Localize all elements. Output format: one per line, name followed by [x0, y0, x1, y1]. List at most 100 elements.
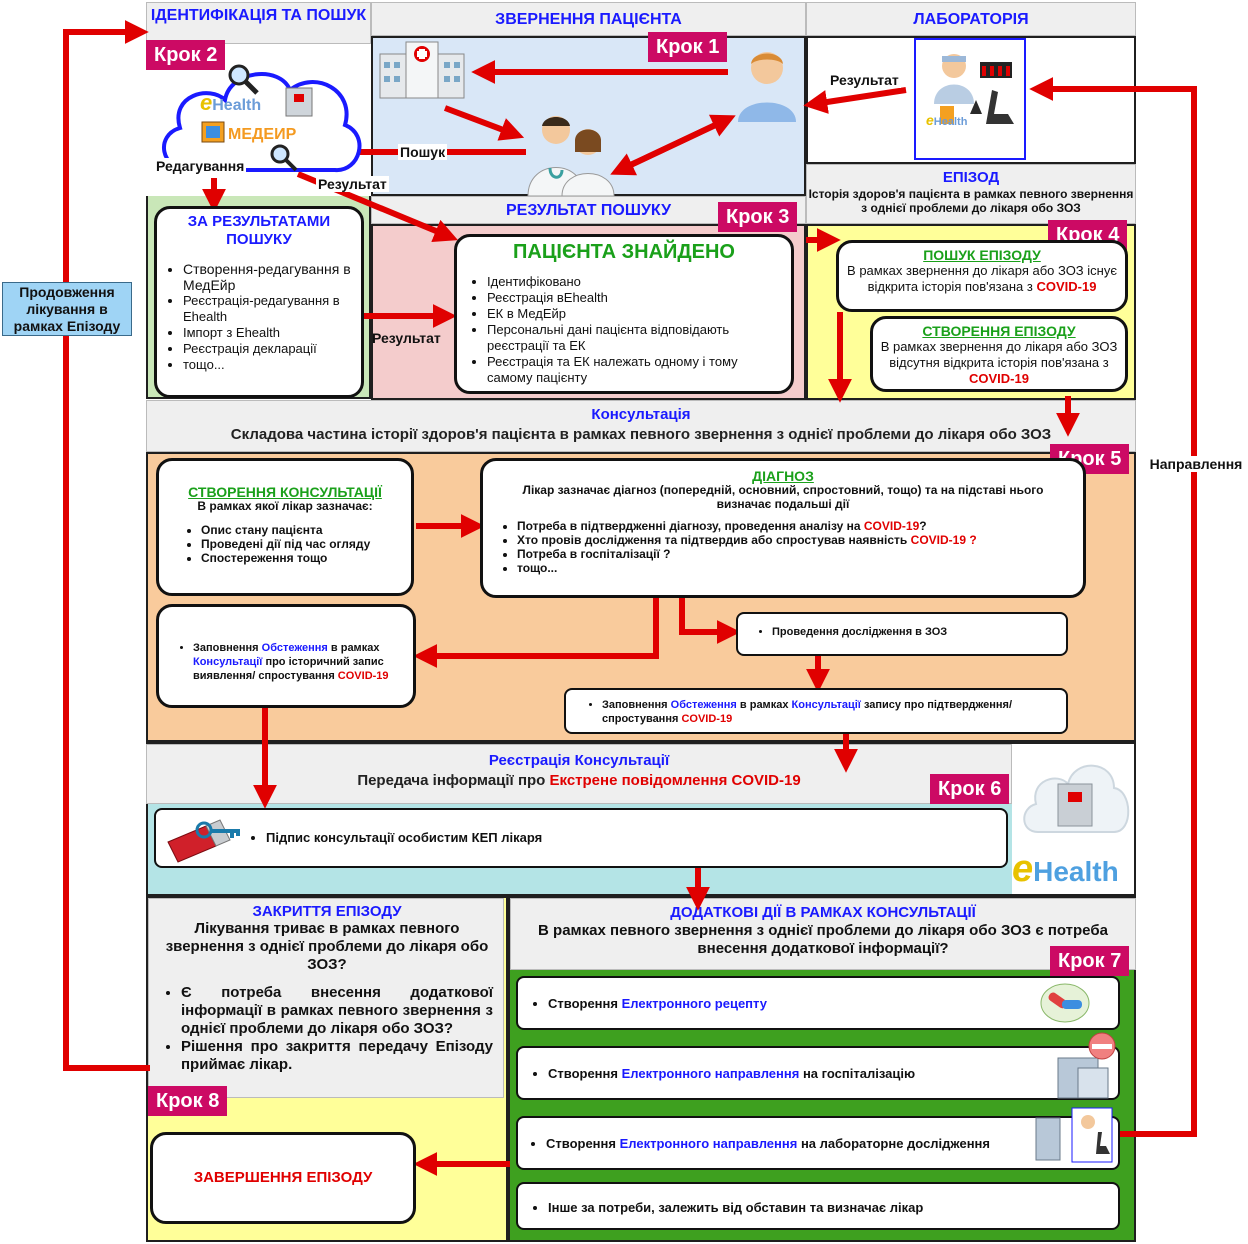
- lab-ehealth-logo: eHealth: [926, 112, 968, 128]
- other-list: Інше за потреби, залежить від обставин т…: [532, 1200, 1118, 1215]
- research-item: Проведення дослідження в ЗОЗ: [772, 626, 1058, 638]
- lab-referral-lab: на лабораторне дослідження: [800, 1136, 990, 1151]
- obs-right-c: в рамках: [739, 699, 789, 711]
- episode-title: ЕПІЗОД: [942, 169, 1000, 186]
- observation-left-box: Заповнення Обстеження в рамках Консульта…: [156, 604, 416, 708]
- request-header: ЗВЕРНЕННЯ ПАЦІЄНТА: [371, 2, 806, 36]
- patient-found-title: ПАЦІЄНТА ЗНАЙДЕНО: [513, 241, 735, 263]
- diagnosis-list: Потреба в підтвердженні діагнозу, провед…: [495, 519, 1071, 575]
- lab-title: ЛАБОРАТОРІЯ: [913, 11, 1029, 28]
- patient-found-item: Реєстрація та ЕК належать одному і тому …: [487, 354, 781, 386]
- step-badge-7: Крок 7: [1050, 946, 1130, 976]
- lab-ehealth-text: Health: [933, 116, 968, 128]
- search-results-item: Імпорт з Ehealth: [183, 325, 355, 341]
- arrow-continue-loop: [63, 20, 150, 1071]
- diagnosis-item: Хто провів дослідження та підтвердив або…: [517, 533, 1071, 547]
- diagnosis-item-1: Потреба в підтвердженні діагнозу, провед…: [517, 519, 861, 533]
- doctors-icon: [527, 116, 615, 196]
- sign-list: Підпис консультації особистим КЕП лікаря: [250, 830, 1006, 845]
- diagnosis-item: тощо...: [517, 561, 1071, 575]
- episode-search-text: В рамках звернення до лікаря або ЗОЗ існ…: [847, 263, 1117, 294]
- registration-title: Реєстрація Консультації: [488, 752, 670, 769]
- episode-subtitle: Історія здоров'я пацієнта в рамках певно…: [808, 187, 1134, 215]
- diagnosis-text: Лікар зазначає діагноз (попередній, осно…: [522, 483, 1044, 511]
- closing-list: Є потреба внесення додаткової інформації…: [161, 984, 493, 1074]
- episode-create-text: В рамках звернення до лікаря або ЗОЗ від…: [880, 339, 1118, 370]
- arrow-diagnosis-obs-left: [413, 598, 659, 668]
- obs-left-c: в рамках: [330, 642, 380, 654]
- cloud-result-label: Результат: [316, 176, 389, 192]
- diagnosis-item: Потреба в госпіталізації ?: [517, 547, 1071, 561]
- additional-subtitle: В рамках певного звернення з однієї проб…: [538, 922, 1108, 957]
- step-badge-2: Крок 2: [146, 40, 226, 70]
- server-icon: [285, 87, 313, 117]
- obs-right-b: Обстеження: [670, 699, 737, 711]
- search-results-list: Створення-редагування в МедЕйр Реєстраці…: [163, 261, 355, 373]
- request-title: ЗВЕРНЕННЯ ПАЦІЄНТА: [495, 11, 682, 28]
- closing-title: ЗАКРИТТЯ ЕПІЗОДУ: [252, 903, 402, 920]
- recipe-box: Створення Електронного рецепту: [516, 976, 1120, 1030]
- other-box: Інше за потреби, залежить від обставин т…: [516, 1182, 1120, 1230]
- search-results-title: ЗА РЕЗУЛЬТАТАМИ ПОШУКУ: [187, 213, 331, 248]
- lab-referral-create: Створення: [546, 1136, 616, 1151]
- consultation-title: Консультація: [591, 406, 691, 423]
- patient-found-box: ПАЦІЄНТА ЗНАЙДЕНО Ідентифіковано Реєстра…: [454, 234, 794, 394]
- lab-referral-box: Створення Електронного направлення на ла…: [516, 1116, 1120, 1170]
- episode-create-box: СТВОРЕННЯ ЕПІЗОДУ В рамках звернення до …: [870, 316, 1128, 392]
- observation-right-item: Заповнення Обстеження в рамках Консульта…: [602, 698, 1058, 726]
- search-results-item: Реєстрація-редагування в Ehealth: [183, 293, 355, 325]
- patient-found-item: Реєстрація вEhealth: [487, 290, 781, 306]
- ehealth-logo-text: Health: [212, 97, 262, 114]
- continue-treatment-label: Продовження лікування в рамках Епізоду: [2, 282, 132, 336]
- arrow-referral-loop: [1029, 77, 1197, 1137]
- medeir-book-icon: [201, 121, 225, 143]
- patient-found-item: ЕК в МедЕйр: [487, 306, 781, 322]
- observation-left-list: Заповнення Обстеження в рамках Консульта…: [167, 641, 405, 683]
- pills-icon: [1040, 983, 1090, 1023]
- closing-header: ЗАКРИТТЯ ЕПІЗОДУ Лікування триває в рамк…: [148, 898, 504, 1098]
- arrow-patient-doctors: [610, 117, 728, 176]
- episode-create-title: СТВОРЕННЯ ЕПІЗОДУ: [922, 323, 1076, 339]
- edit-label: Редагування: [154, 158, 247, 174]
- ehealth-cloud-icon: [1023, 764, 1130, 833]
- magnifier-icon: [228, 64, 259, 95]
- obs-right-e: запису про підтвердження/ спростування: [602, 699, 1012, 725]
- obs-right-d: Консультації: [791, 699, 861, 711]
- consultation-subtitle: Складова частина історії здоров'я пацієн…: [230, 426, 1052, 443]
- recipe-create: Створення: [548, 996, 618, 1011]
- obs-right-covid: COVID-19: [681, 713, 733, 725]
- episode-search-title: ПОШУК ЕПІЗОДУ: [923, 247, 1041, 263]
- registration-header: Реєстрація Консультації Передача інформа…: [146, 744, 1012, 804]
- arrow-lab-result: [803, 87, 907, 114]
- medeir-logo: МЕДЕИР: [228, 126, 297, 143]
- lab-icon-frame: [914, 38, 1026, 160]
- usb-key-icon: [167, 819, 240, 863]
- identification-header: ІДЕНТИФІКАЦІЯ ТА ПОШУК: [146, 2, 371, 44]
- step-badge-8: Крок 8: [148, 1086, 228, 1116]
- consultation-create-list: Опис стану пацієнта Проведені дії під ча…: [167, 523, 403, 565]
- search-results-item: Створення-редагування в МедЕйр: [183, 261, 355, 293]
- recipe-list: Створення Електронного рецепту: [532, 996, 1118, 1011]
- lab-header: ЛАБОРАТОРІЯ: [806, 2, 1136, 36]
- observation-left-item: Заповнення Обстеження в рамках Консульта…: [193, 641, 405, 683]
- closing-text: Лікування триває в рамках певного зверне…: [165, 920, 489, 973]
- diagnosis-item-1-q: ?: [919, 519, 927, 533]
- hospital-referral-name: Електронного направлення: [621, 1066, 800, 1081]
- diagnosis-item-2-q: ?: [969, 533, 977, 547]
- finish-episode-text: ЗАВЕРШЕННЯ ЕПІЗОДУ: [193, 1169, 373, 1186]
- lab-result-label: Результат: [828, 72, 901, 88]
- obs-left-covid: COVID-19: [337, 670, 389, 682]
- additional-title: ДОДАТКОВІ ДІЇ В РАМКАХ КОНСУЛЬТАЦІЇ: [670, 904, 976, 921]
- consultation-create-box: СТВОРЕННЯ КОНСУЛЬТАЦІЇ В рамках якої лік…: [156, 458, 414, 596]
- searchbox-result-label: Результат: [372, 330, 441, 346]
- referral-label: Направлення: [1144, 456, 1248, 472]
- hospital-referral-hosp: на госпіталізацію: [802, 1066, 916, 1081]
- closing-item: Є потреба внесення додаткової інформації…: [181, 984, 493, 1038]
- search-results-item: Реєстрація декларації: [183, 341, 355, 357]
- registration-subtitle-a: Передача інформації про: [357, 772, 546, 789]
- observation-right-box: Заповнення Обстеження в рамках Консульта…: [564, 688, 1068, 734]
- sign-box: Підпис консультації особистим КЕП лікаря: [154, 808, 1008, 868]
- hospital-referral-create: Створення: [548, 1066, 618, 1081]
- research-list: Проведення дослідження в ЗОЗ: [746, 626, 1058, 638]
